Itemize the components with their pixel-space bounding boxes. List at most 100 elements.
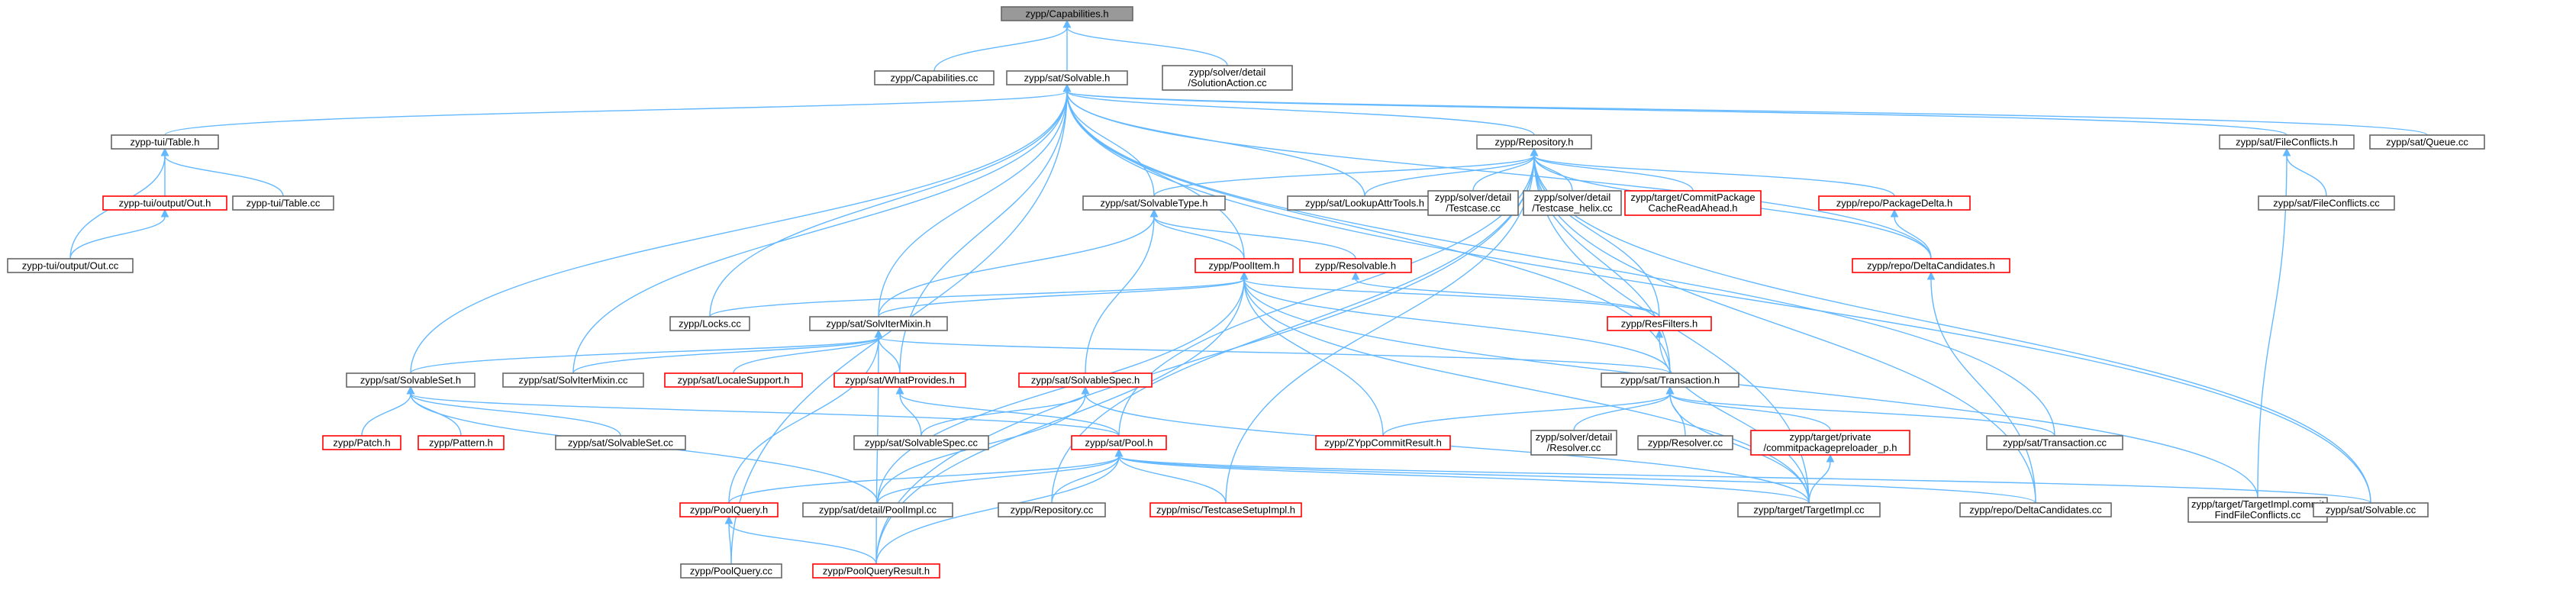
node-box — [1427, 190, 1519, 216]
arrowhead-n34-n49 — [1114, 448, 1124, 457]
graph-edges — [69, 19, 2428, 565]
graph-node-n7[interactable]: zypp/sat/Queue.cc — [2369, 134, 2485, 150]
node-box — [1315, 435, 1451, 450]
node-label: zypp/sat/SolvableSet.h — [360, 375, 461, 386]
graph-node-n16[interactable]: zypp/repo/PackageDelta.h — [1818, 195, 1971, 211]
graph-node-n17[interactable]: zypp/sat/FileConflicts.cc — [2258, 195, 2395, 211]
edge-n2-n18 — [1066, 91, 1245, 260]
graph-node-n1[interactable]: zypp/Capabilities.cc — [874, 70, 995, 85]
graph-node-n18[interactable]: zypp/PoolItem.h — [1195, 258, 1294, 273]
graph-node-n2[interactable]: zypp/sat/Solvable.h — [1006, 70, 1128, 85]
edge-n34-n45 — [1118, 456, 2036, 504]
graph-node-n4[interactable]: zypp-tui/Table.h — [111, 134, 219, 150]
graph-node-n33[interactable]: zypp/sat/SolvableSpec.cc — [853, 435, 989, 450]
edge-n18-n46 — [1243, 279, 2258, 498]
node-box — [1071, 435, 1167, 450]
edge-n2-n29 — [1066, 91, 1671, 374]
node-box — [1523, 190, 1622, 216]
graph-node-n21[interactable]: zypp/Locks.cc — [669, 316, 750, 331]
graph-node-n12[interactable]: zypp/sat/LookupAttrTools.h — [1287, 195, 1443, 211]
graph-node-n3[interactable]: zypp/solver/detail/SolutionAction.cc — [1162, 65, 1293, 91]
graph-node-n6[interactable]: zypp/sat/FileConflicts.h — [2219, 134, 2355, 150]
edge-n18-n44 — [1243, 279, 1810, 504]
graph-node-n45[interactable]: zypp/repo/DeltaCandidates.cc — [1959, 502, 2112, 517]
graph-nodes: zypp/Capabilities.h zypp/Capabilities.cc z… — [7, 6, 2485, 579]
graph-node-n38[interactable]: zypp/target/private/commitpackagepreload… — [1750, 430, 1910, 456]
node-label: zypp/sat/Solvable.h — [1024, 73, 1111, 84]
graph-node-n34[interactable]: zypp/sat/Pool.h — [1071, 435, 1167, 450]
node-label: zypp/Capabilities.cc — [891, 73, 978, 84]
graph-node-n24[interactable]: zypp/sat/SolvableSet.h — [346, 372, 476, 388]
graph-node-n49[interactable]: zypp/PoolQueryResult.h — [812, 563, 940, 579]
arrowhead-n22-n49 — [874, 329, 883, 338]
edge-n11-n22 — [878, 216, 1155, 318]
graph-node-n25[interactable]: zypp/sat/SolvIterMixin.cc — [502, 372, 644, 388]
node-label: zypp/target/TargetImpl.commit — [2191, 498, 2325, 510]
edge-n18-n23 — [1243, 279, 1660, 318]
graph-node-n14[interactable]: zypp/solver/detail/Testcase_helix.cc — [1523, 190, 1622, 216]
graph-node-n19[interactable]: zypp/Resolvable.h — [1299, 258, 1412, 273]
graph-node-n35[interactable]: zypp/ZYppCommitResult.h — [1315, 435, 1451, 450]
node-box — [833, 372, 966, 388]
edge-n5-n43 — [1225, 155, 1535, 504]
graph-node-n43[interactable]: zypp/misc/TestcaseSetupImpl.h — [1149, 502, 1302, 517]
graph-node-n47[interactable]: zypp/sat/Solvable.cc — [2313, 502, 2429, 517]
arrowhead-n18-n46 — [1240, 271, 1249, 280]
graph-node-n41[interactable]: zypp/sat/detail/PoolImpl.cc — [802, 502, 953, 517]
node-label: zypp/sat/SolvableSet.cc — [568, 437, 674, 449]
node-label: zypp/solver/detail — [1189, 66, 1266, 78]
graph-node-n22[interactable]: zypp/sat/SolvIterMixin.h — [809, 316, 948, 331]
graph-node-n42[interactable]: zypp/Repository.cc — [998, 502, 1106, 517]
node-label: zypp/solver/detail — [1536, 431, 1613, 443]
node-box — [1750, 430, 1910, 456]
graph-node-n27[interactable]: zypp/sat/WhatProvides.h — [833, 372, 966, 388]
graph-node-n37[interactable]: zypp/Resolver.cc — [1637, 435, 1733, 450]
graph-node-n0[interactable]: zypp/Capabilities.h — [1001, 6, 1133, 21]
edge-n23-n44 — [1659, 337, 1810, 504]
graph-node-n39[interactable]: zypp/sat/Transaction.cc — [1986, 435, 2123, 450]
edge-n2-n5 — [1066, 91, 1535, 136]
graph-node-n44[interactable]: zypp/target/TargetImpl.cc — [1737, 502, 1881, 517]
node-box — [1607, 316, 1712, 331]
edge-n40-n49 — [728, 523, 877, 565]
graph-node-n5[interactable]: zypp/Repository.h — [1476, 134, 1592, 150]
graph-node-n10[interactable]: zypp-tui/output/Out.cc — [7, 258, 134, 273]
node-label: zypp/Repository.h — [1494, 137, 1573, 148]
graph-node-n31[interactable]: zypp/Pattern.h — [418, 435, 505, 450]
node-box — [2369, 134, 2485, 150]
graph-node-n11[interactable]: zypp/sat/SolvableType.h — [1082, 195, 1226, 211]
graph-node-n46[interactable]: zypp/target/TargetImpl.commitFindFileCon… — [2188, 497, 2328, 523]
node-label: zypp/solver/detail — [1435, 192, 1512, 203]
node-box — [1195, 258, 1294, 273]
arrowhead-n5-n49 — [1530, 147, 1539, 156]
node-box — [853, 435, 989, 450]
node-label: CacheReadAhead.h — [1648, 202, 1737, 214]
graph-node-n9[interactable]: zypp-tui/Table.cc — [232, 195, 334, 211]
node-label: zypp/PoolItem.h — [1208, 260, 1279, 272]
graph-node-n28[interactable]: zypp/sat/SolvableSpec.h — [1018, 372, 1153, 388]
arrowhead-n4-n10 — [160, 147, 169, 156]
graph-node-n32[interactable]: zypp/sat/SolvableSet.cc — [555, 435, 686, 450]
arrowhead-n28-n44 — [1081, 385, 1090, 395]
arrowhead-n20-n45 — [1926, 271, 1936, 280]
node-label: zypp/misc/TestcaseSetupImpl.h — [1156, 505, 1295, 516]
edge-n34-n41 — [877, 456, 1120, 504]
graph-node-n13[interactable]: zypp/solver/detail/Testcase.cc — [1427, 190, 1519, 216]
graph-node-n36[interactable]: zypp/solver/detail/Resolver.cc — [1530, 430, 1617, 456]
graph-node-n15[interactable]: zypp/target/CommitPackageCacheReadAhead.… — [1624, 190, 1762, 216]
graph-node-n20[interactable]: zypp/repo/DeltaCandidates.h — [1852, 258, 2010, 273]
graph-node-n29[interactable]: zypp/sat/Transaction.h — [1601, 372, 1739, 388]
node-label: zypp/sat/FileConflicts.h — [2236, 137, 2338, 148]
graph-node-n23[interactable]: zypp/ResFilters.h — [1607, 316, 1712, 331]
graph-node-n26[interactable]: zypp/sat/LocaleSupport.h — [664, 372, 803, 388]
graph-node-n48[interactable]: zypp/PoolQuery.cc — [680, 563, 782, 579]
node-label: zypp/PoolQueryResult.h — [823, 566, 930, 577]
node-box — [1006, 70, 1128, 85]
node-label: zypp-tui/output/Out.cc — [22, 260, 119, 272]
node-label: zypp/sat/SolvableType.h — [1101, 198, 1208, 209]
graph-node-n30[interactable]: zypp/Patch.h — [322, 435, 401, 450]
edge-n29-n44 — [1669, 393, 1810, 504]
graph-node-n40[interactable]: zypp/PoolQuery.h — [679, 502, 779, 517]
node-box — [1018, 372, 1153, 388]
graph-node-n8[interactable]: zypp-tui/output/Out.h — [102, 195, 227, 211]
